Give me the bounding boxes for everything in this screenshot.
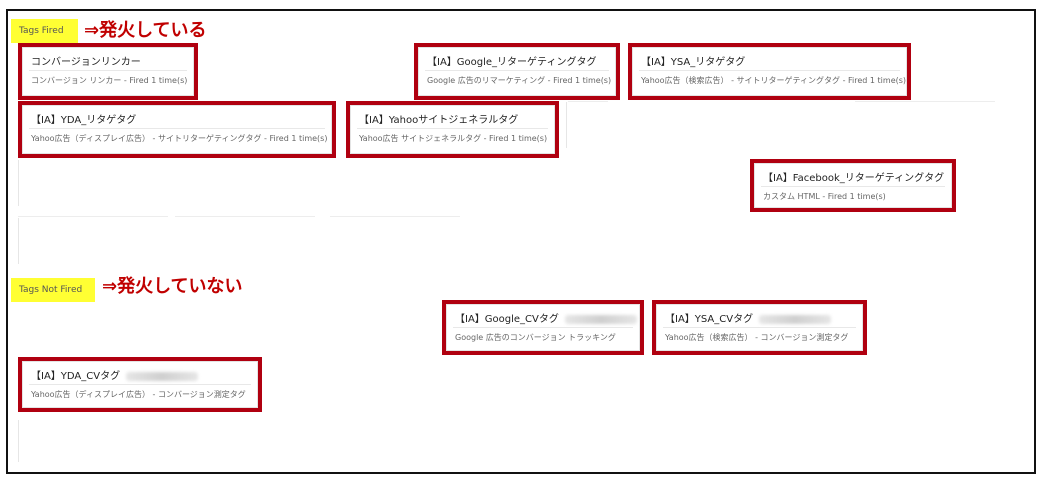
tag-card-yahoo-site-general[interactable]: 【IA】Yahooサイトジェネラルタグ Yahoo広告 サイトジェネラルタグ -… [346, 101, 559, 158]
panel-edge [18, 218, 20, 264]
tag-name: 【IA】Google_リターゲティングタグ [427, 57, 597, 68]
panel-divider [18, 216, 168, 217]
tag-card-ysa-cv[interactable]: 【IA】YSA_CVタグ Yahoo広告（検索広告） - コンバージョン測定タグ [652, 300, 867, 355]
tag-name: コンバージョンリンカー [31, 57, 141, 68]
tag-card-ysa-retargeting[interactable]: 【IA】YSA_リタゲタグ Yahoo広告（検索広告） - サイトリターゲティン… [628, 43, 911, 100]
tag-description: Google 広告のコンバージョン トラッキング [455, 333, 616, 342]
tag-name: 【IA】YSA_CVタグ [665, 310, 832, 325]
panel-divider [855, 101, 995, 102]
card-divider [29, 384, 251, 385]
tag-card-conversion-linker[interactable]: コンバージョンリンカー コンバージョン リンカー - Fired 1 time(… [18, 43, 198, 100]
tag-description: Yahoo広告 サイトジェネラルタグ - Fired 1 time(s) [359, 134, 548, 143]
not-fired-annotation: ⇒発火していない [102, 276, 243, 297]
redacted-id [564, 314, 637, 324]
tag-description: Yahoo広告（検索広告） - サイトリターゲティングタグ - Fired 1 … [641, 76, 907, 85]
card-divider [453, 327, 633, 328]
tags-not-fired-label: Tags Not Fired [11, 278, 95, 302]
tag-card-facebook-retargeting[interactable]: 【IA】Facebook_リターゲティングタグ カスタム HTML - Fire… [750, 159, 956, 212]
tag-card-yda-retargeting[interactable]: 【IA】YDA_リタゲタグ Yahoo広告（ディスプレイ広告） - サイトリター… [18, 101, 336, 158]
panel-edge [18, 160, 20, 206]
card-divider [761, 186, 945, 187]
panel-divider [568, 101, 608, 102]
tag-name: 【IA】YDA_CVタグ [31, 367, 199, 382]
redacted-id [126, 371, 199, 381]
tag-description: Yahoo広告（検索広告） - コンバージョン測定タグ [665, 333, 849, 342]
tag-description: Yahoo広告（ディスプレイ広告） - コンバージョン測定タグ [31, 390, 246, 399]
tag-description: Yahoo広告（ディスプレイ広告） - サイトリターゲティングタグ - Fire… [31, 134, 328, 143]
tag-card-yda-cv[interactable]: 【IA】YDA_CVタグ Yahoo広告（ディスプレイ広告） - コンバージョン… [18, 357, 262, 412]
tag-description: Google 広告のリマーケティング - Fired 1 time(s) [427, 76, 612, 85]
panel-divider [175, 216, 315, 217]
tag-name: 【IA】Google_CVタグ [455, 310, 637, 325]
tag-description: コンバージョン リンカー - Fired 1 time(s) [31, 76, 188, 85]
card-divider [663, 327, 856, 328]
card-divider [639, 70, 900, 71]
fired-annotation: ⇒発火している [84, 20, 207, 41]
card-divider [29, 128, 325, 129]
card-divider [425, 70, 609, 71]
tag-description: カスタム HTML - Fired 1 time(s) [763, 192, 886, 201]
tag-card-google-cv[interactable]: 【IA】Google_CVタグ Google 広告のコンバージョン トラッキング [442, 300, 644, 355]
tag-name: 【IA】Yahooサイトジェネラルタグ [359, 115, 519, 126]
tag-name: 【IA】YSA_リタゲタグ [641, 57, 746, 68]
panel-edge [566, 102, 568, 148]
card-divider [29, 70, 187, 71]
tags-fired-label: Tags Fired [11, 19, 78, 43]
tag-name: 【IA】Facebook_リターゲティングタグ [763, 173, 945, 184]
redacted-id [759, 314, 832, 324]
tag-name: 【IA】YDA_リタゲタグ [31, 115, 137, 126]
tag-card-google-retargeting[interactable]: 【IA】Google_リターゲティングタグ Google 広告のリマーケティング… [414, 43, 620, 100]
panel-divider [330, 216, 460, 217]
card-divider [357, 128, 548, 129]
panel-edge [18, 420, 20, 462]
